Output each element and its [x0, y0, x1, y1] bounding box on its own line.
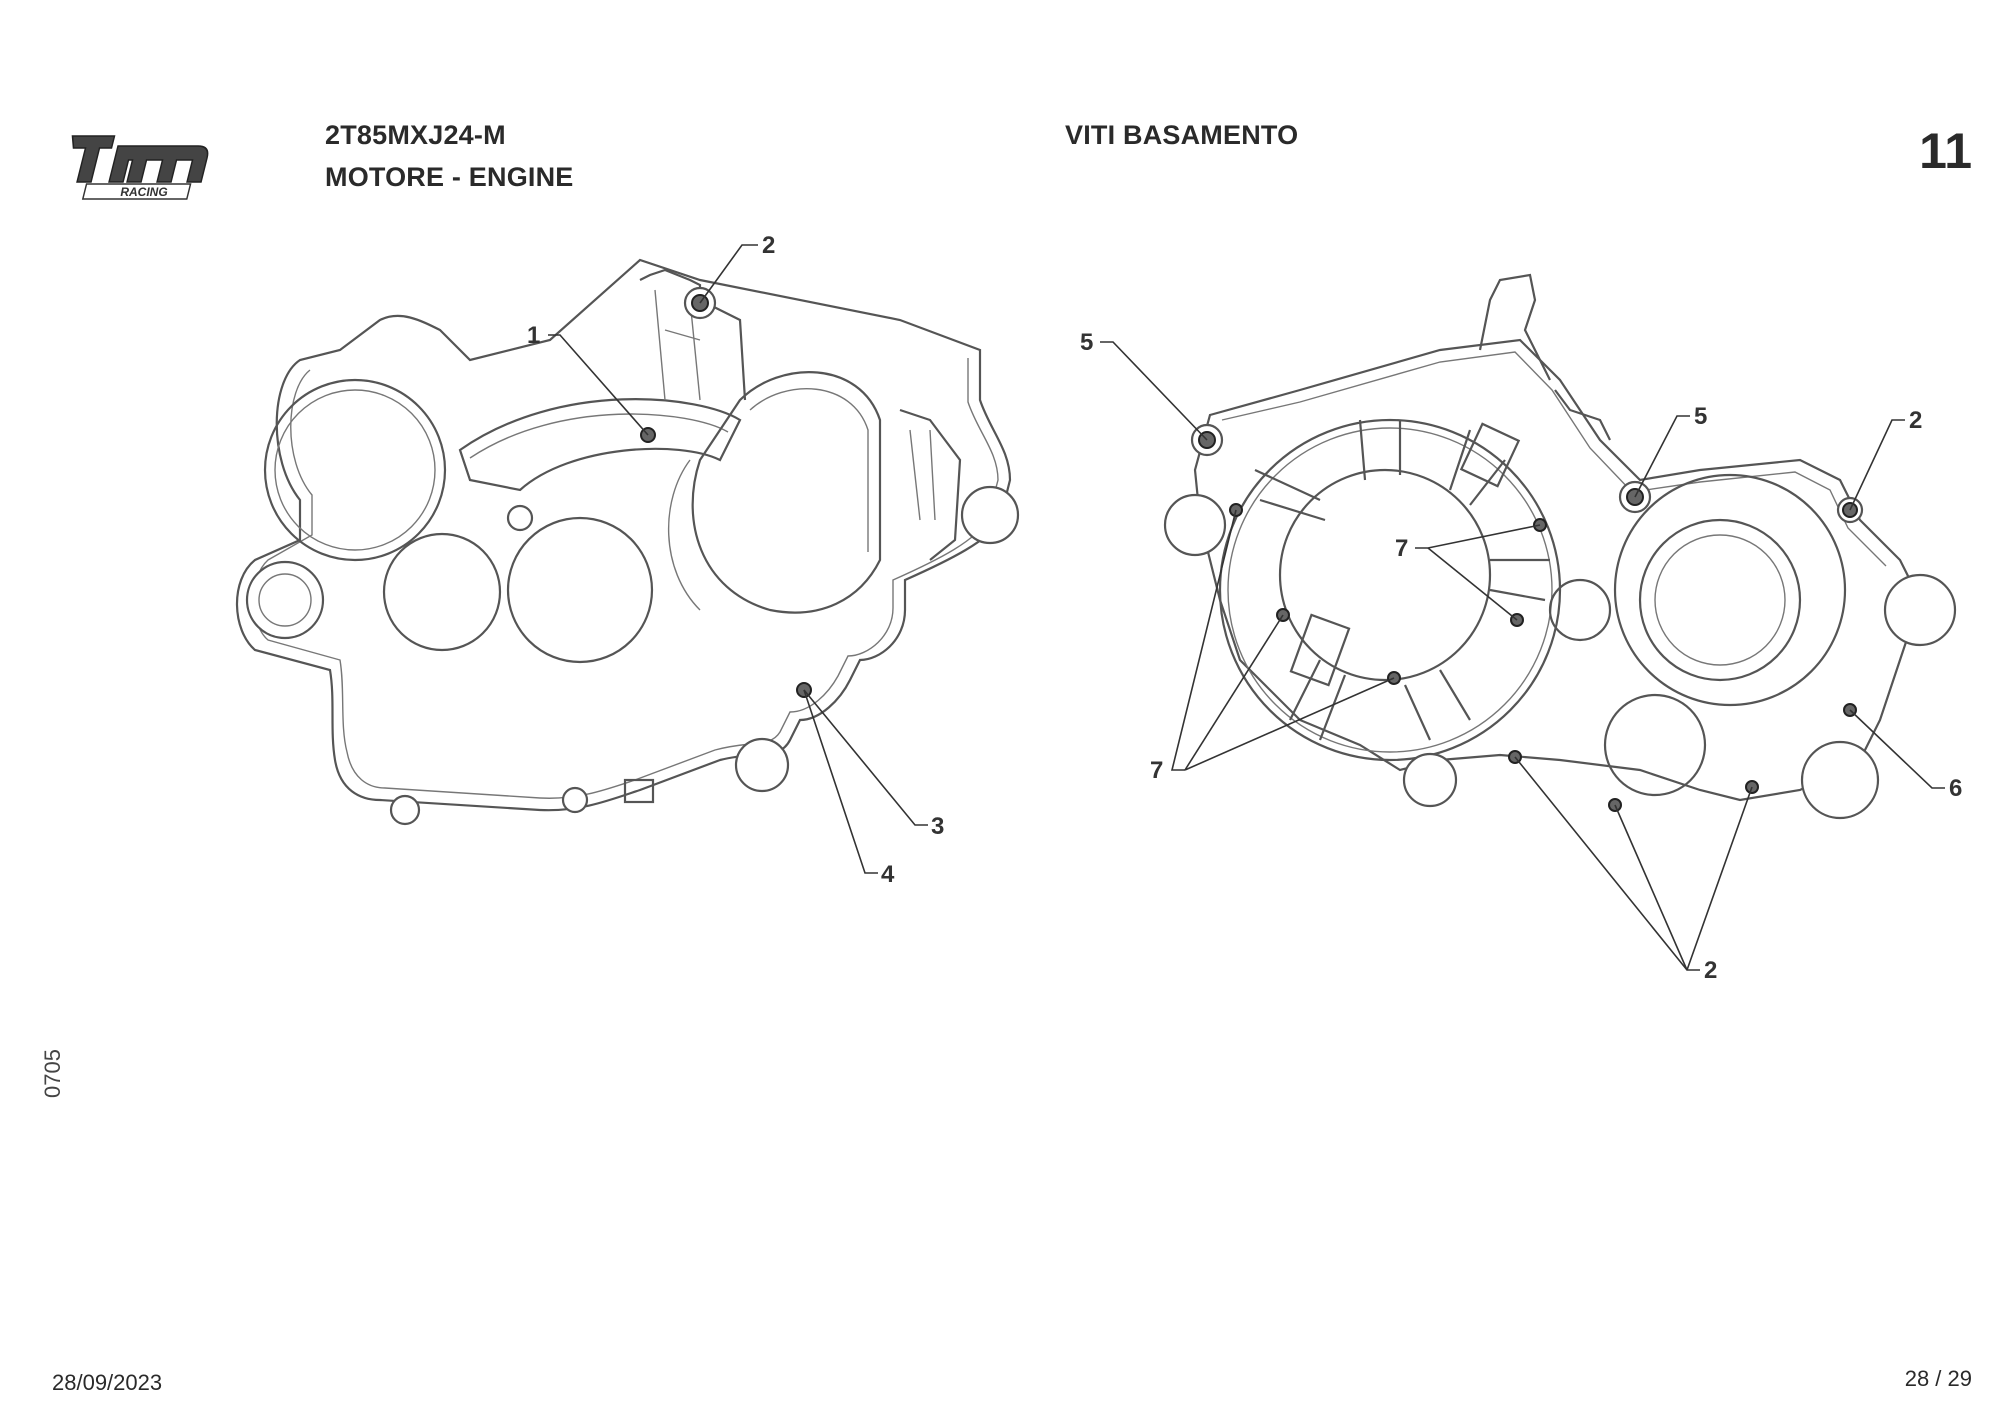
group-title: VITI BASAMENTO	[1065, 120, 1299, 150]
page-number: 28 / 29	[1904, 1366, 1972, 1391]
section-title: MOTORE - ENGINE	[325, 162, 574, 192]
callout-1: 1	[527, 322, 540, 349]
callout-2-right: 2	[1909, 407, 1922, 434]
callout-5-right: 5	[1694, 403, 1707, 430]
callout-4: 4	[881, 861, 895, 888]
tm-racing-logo: RACING	[71, 135, 209, 200]
logo-tagline: RACING	[120, 185, 167, 199]
right-crankcase	[1163, 273, 1957, 820]
callout-numbers: 1 2 3 4 5 5 2 7 7 6 2	[527, 232, 1962, 984]
model-code: 2T85MXJ24-M	[325, 120, 506, 150]
callout-5-left: 5	[1080, 329, 1093, 356]
leader-lines	[548, 244, 1945, 971]
callout-7-center: 7	[1395, 535, 1408, 562]
table-number: 11	[1919, 123, 1972, 179]
callout-2-top: 2	[762, 232, 775, 259]
callout-7-left: 7	[1150, 757, 1163, 784]
callout-3: 3	[931, 813, 944, 840]
callout-6: 6	[1949, 775, 1962, 802]
callout-2-bottom: 2	[1704, 957, 1717, 984]
left-crankcase	[235, 258, 1020, 826]
footer-date: 28/09/2023	[52, 1370, 163, 1395]
